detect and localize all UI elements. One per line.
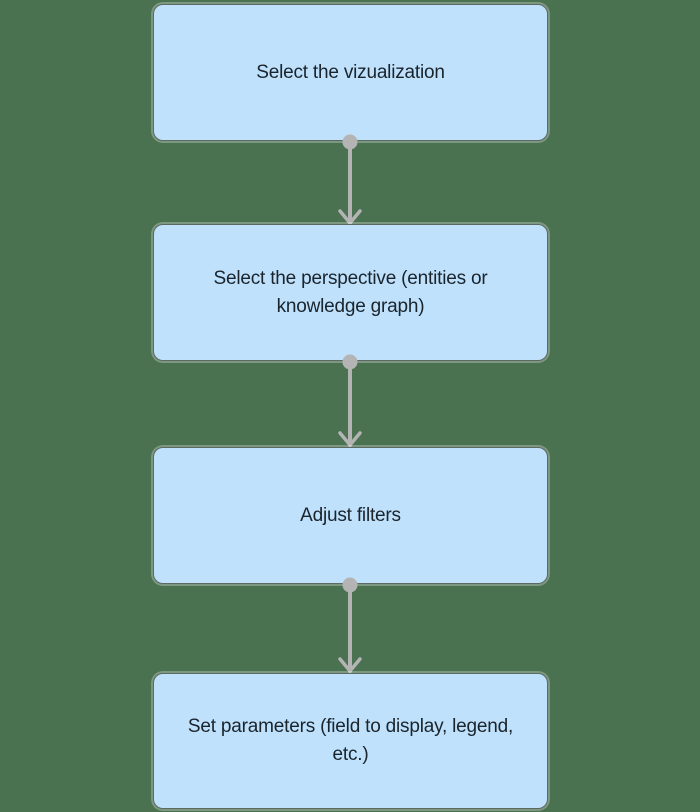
- arrow-down-icon: [338, 354, 362, 447]
- flow-node-select-perspective: Select the perspective (entities or know…: [153, 224, 548, 361]
- arrow-down-icon: [338, 134, 362, 225]
- flow-node-adjust-filters: Adjust filters: [153, 447, 548, 584]
- flow-node-select-visualization: Select the vizualization: [153, 4, 548, 141]
- flow-node-label: Select the perspective (entities or know…: [213, 267, 488, 317]
- arrowhead-icon: [338, 431, 362, 447]
- connector-arrow-3: [336, 577, 364, 674]
- arrowhead-icon: [338, 209, 362, 225]
- arrowhead-icon: [338, 657, 362, 673]
- connector-arrow-2: [336, 354, 364, 448]
- flow-node-label: Set parameters (field to display, legend…: [187, 716, 514, 765]
- connector-arrow-1: [336, 134, 364, 226]
- flow-node-label: Select the vizualization: [256, 61, 445, 83]
- arrow-down-icon: [338, 577, 362, 673]
- flow-node-label: Adjust filters: [300, 504, 401, 526]
- flow-node-set-parameters: Set parameters (field to display, legend…: [153, 673, 548, 809]
